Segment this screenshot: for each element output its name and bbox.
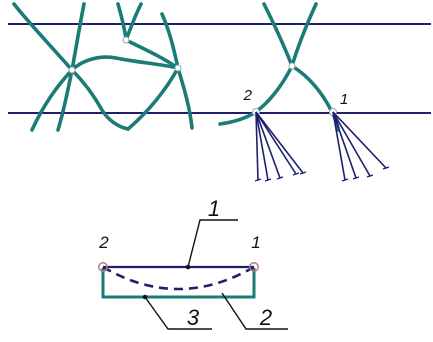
load-line-ends-node-1 (341, 166, 390, 182)
fiber-11 (262, 2, 294, 68)
junction-node (122, 36, 130, 44)
load-line (332, 111, 346, 181)
load-line (255, 111, 297, 175)
fiber-3 (30, 68, 74, 132)
load-lines-node-2 (255, 111, 304, 181)
load-line (332, 111, 357, 179)
callout-label-1: 1 (208, 196, 220, 221)
fiber-7 (124, 38, 180, 70)
leader-1 (187, 219, 238, 268)
node-label-1: 1 (340, 91, 348, 108)
load-line (255, 111, 269, 181)
load-line (332, 111, 387, 169)
fiber-1 (12, 2, 130, 131)
fiber-network (12, 2, 340, 132)
callout-label-2: 2 (259, 305, 272, 330)
load-line-ends-node-2 (254, 171, 307, 182)
leader-2 (221, 292, 288, 330)
load-line (255, 111, 304, 174)
load-line (332, 111, 371, 177)
top-diagram: 2 1 (8, 2, 431, 182)
fiber-9 (176, 66, 194, 130)
bottom-diagram: 2 1 1 3 2 (98, 196, 288, 330)
sagging-curve (102, 265, 255, 291)
leader-3 (144, 296, 212, 330)
callout-label-3: 3 (187, 305, 200, 330)
fiber-8 (160, 12, 180, 70)
load-line (255, 111, 259, 181)
fiber-14 (290, 64, 340, 132)
leader-lines (144, 219, 288, 330)
junction-nodes (68, 36, 337, 116)
fiber-10 (126, 66, 180, 131)
load-lines-node-1 (332, 111, 387, 181)
fiber-4 (70, 55, 180, 72)
node-label-2: 2 (243, 87, 253, 104)
fiber-6 (124, 2, 143, 42)
end-label-1: 1 (251, 233, 260, 252)
end-label-2: 2 (98, 233, 109, 252)
fiber-5 (116, 2, 128, 42)
end-node-1 (249, 262, 259, 272)
fiber-12 (290, 2, 318, 68)
junction-node (68, 66, 76, 74)
junction-node (288, 62, 296, 70)
junction-node (174, 64, 182, 72)
end-node-2 (98, 262, 108, 272)
load-line (255, 111, 281, 179)
rectangle-frame (101, 268, 256, 299)
